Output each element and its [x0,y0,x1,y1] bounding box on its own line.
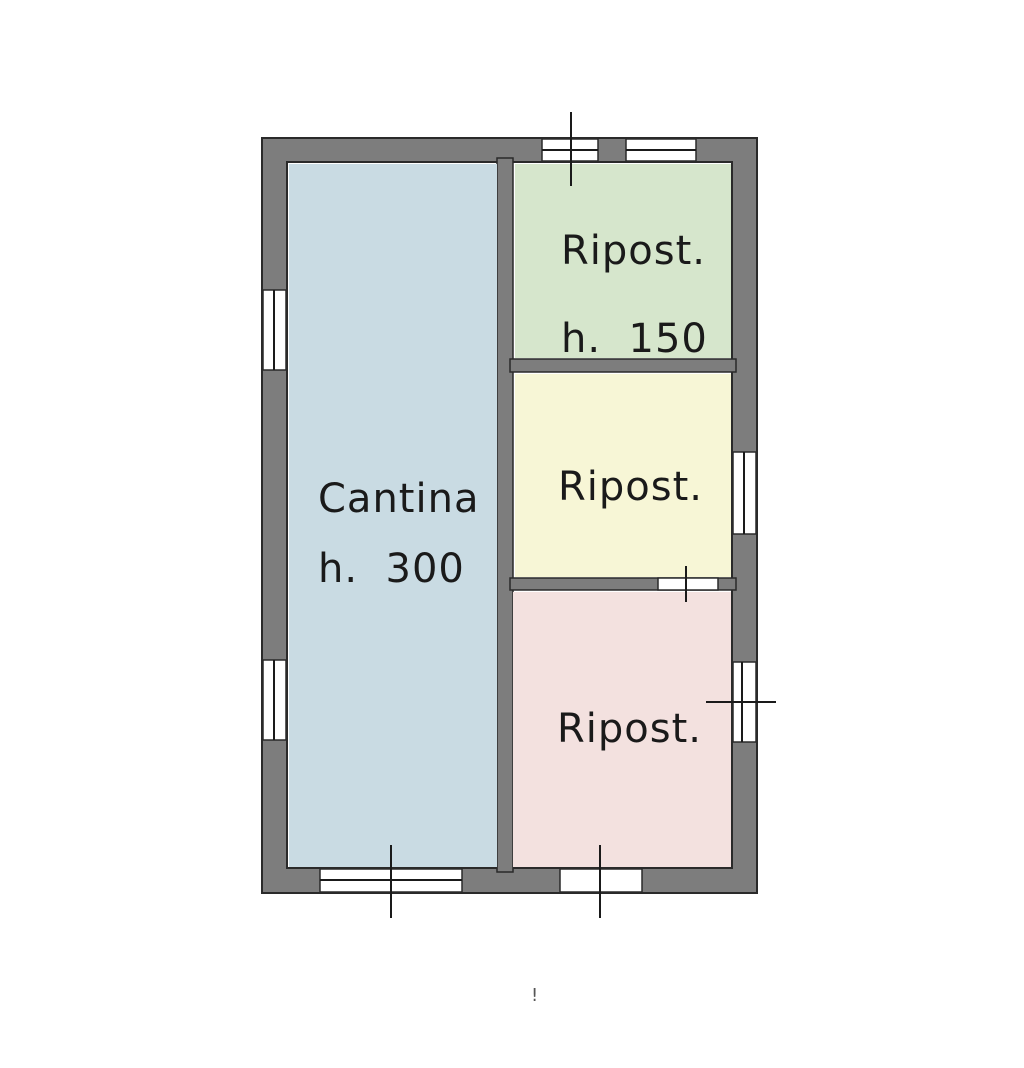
crosshair-right [706,662,776,742]
room-cantina [289,164,497,867]
room-cantina-height: h. 300 [318,546,465,592]
door-partition-opening [657,577,719,591]
room-ripostiglio-top-height: h. 150 [561,316,708,362]
room-ripostiglio-top [515,164,731,358]
room-ripostiglio-top-name: Ripost. [561,228,706,274]
room-ripostiglio-middle [515,374,731,577]
room-cantina-name: Cantina [318,476,479,522]
partition-vertical [496,157,514,873]
outer-wall [261,137,758,894]
room-ripostiglio-bottom [513,592,731,867]
footer-mark: ! [531,985,538,1006]
room-ripostiglio-bottom-name: Ripost. [557,706,702,752]
room-ripostiglio-middle-name: Ripost. [558,464,703,510]
crosshair-top [542,112,598,186]
partition-horizontal-top [509,358,737,373]
